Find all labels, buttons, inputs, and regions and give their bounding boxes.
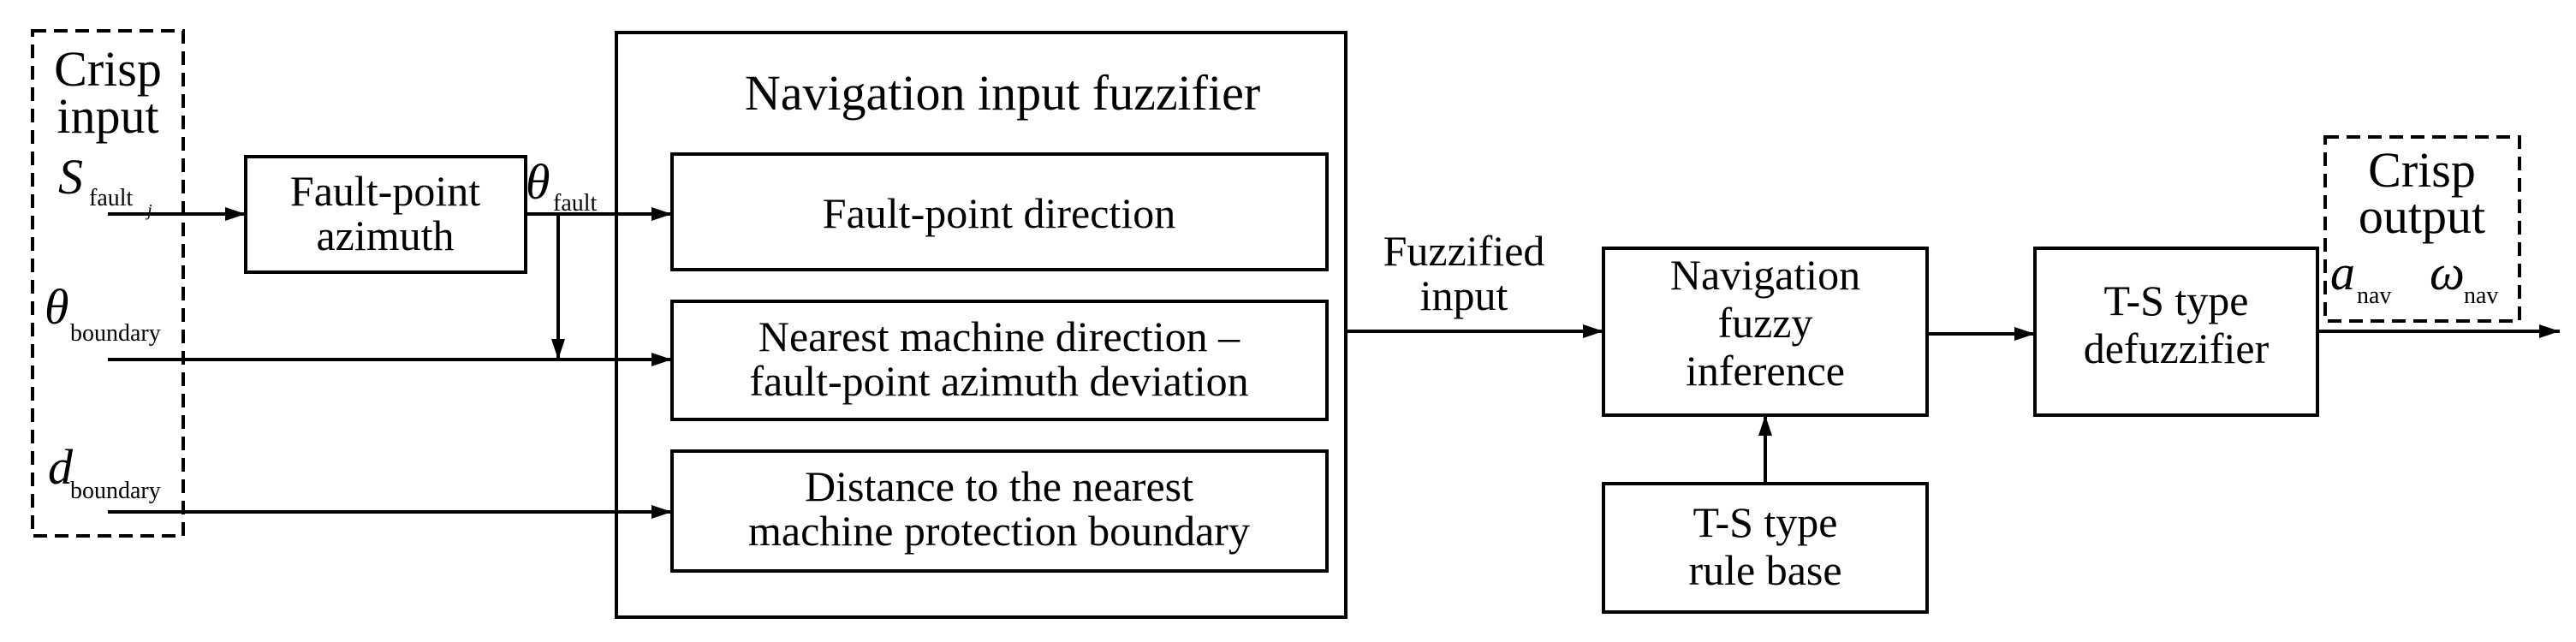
fuzzifier-outer-box [615, 31, 1347, 619]
input-s-fault: S fault j [58, 149, 152, 220]
distance-line1: Distance to the nearest [805, 462, 1193, 510]
rule-base-line1: T-S type [1693, 498, 1838, 546]
omega-nav-subscript: nav [2464, 282, 2498, 309]
defuzzifier-line2: defuzzifier [2084, 324, 2270, 372]
inference-line1: Navigation [1670, 251, 1860, 299]
d-boundary-symbol: d [48, 439, 74, 495]
a-nav-subscript: nav [2357, 282, 2391, 309]
s-fault-symbol: S [58, 149, 83, 205]
fault-point-azimuth-line1: Fault-point [290, 167, 480, 215]
input-theta-boundary: θ boundary [45, 279, 161, 347]
rule-base-line2: rule base [1688, 546, 1841, 594]
s-fault-subsubscript: j [145, 201, 152, 220]
theta-boundary-symbol: θ [45, 279, 69, 335]
crisp-input-box [31, 29, 185, 538]
theta-fault-symbol: θ [526, 154, 550, 210]
crisp-output-line2: output [2359, 188, 2485, 244]
crisp-input-label-line2: input [57, 88, 158, 144]
output-omega-nav: ω nav [2430, 245, 2498, 309]
fuzzified-input-line1: Fuzzified [1383, 227, 1545, 275]
theta-boundary-subscript: boundary [70, 320, 161, 347]
s-fault-subscript: fault [89, 185, 134, 211]
deviation-line1: Nearest machine direction – [759, 312, 1240, 360]
fault-point-direction-box [670, 152, 1329, 271]
defuzzifier-line1: T-S type [2104, 276, 2249, 324]
distance-line2: machine protection boundary [748, 507, 1250, 555]
fault-point-direction-label: Fault-point direction [823, 189, 1175, 237]
inference-line3: inference [1686, 347, 1845, 395]
crisp-output-line1: Crisp [2368, 142, 2476, 198]
d-boundary-subscript: boundary [70, 478, 161, 504]
output-a-nav: a nav [2330, 245, 2391, 309]
theta-fault-label: θ fault [526, 154, 598, 217]
a-nav-symbol: a [2330, 245, 2355, 300]
theta-fault-subscript: fault [553, 190, 598, 217]
fuzzified-input-line2: input [1420, 271, 1508, 319]
crisp-input-label-line1: Crisp [54, 41, 162, 97]
fault-point-azimuth-line2: azimuth [316, 211, 454, 259]
inference-line2: fuzzy [1717, 299, 1812, 347]
fuzzifier-title: Navigation input fuzzifier [745, 65, 1260, 121]
omega-nav-symbol: ω [2430, 245, 2465, 300]
deviation-line2: fault-point azimuth deviation [749, 357, 1248, 405]
crisp-output-box [2323, 135, 2521, 323]
input-d-boundary: d boundary [48, 439, 161, 504]
